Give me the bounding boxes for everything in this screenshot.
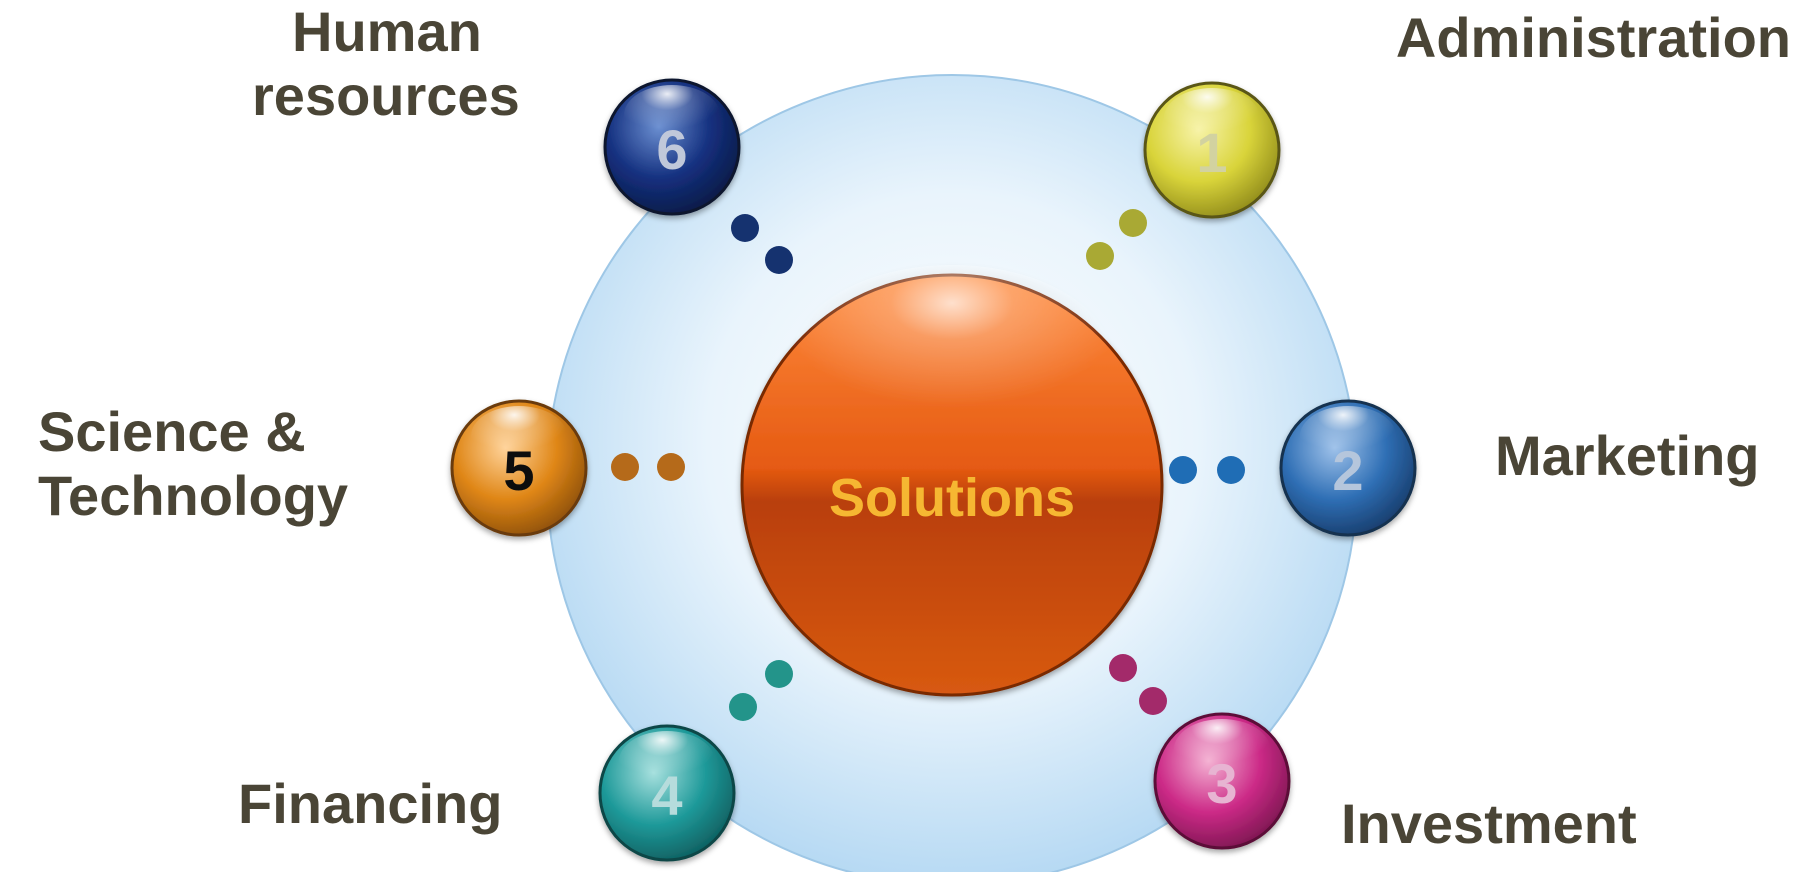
connector-dot-3a [1109, 654, 1137, 682]
connector-dot-2a [1169, 456, 1197, 484]
node-6: 6 [603, 78, 741, 216]
center-label: Solutions [829, 468, 1075, 528]
node-label-science-technology: Science & Technology [38, 400, 418, 528]
node-label-financing: Financing [238, 772, 598, 836]
node-label-human-resources-line-1: Human [292, 0, 482, 63]
center-sphere: Solutions [740, 265, 1164, 697]
connector-dot-4b [765, 660, 793, 688]
node-4: 4 [598, 724, 736, 862]
node-3-specular [1174, 719, 1270, 779]
node-label-investment-line-1: Investment [1341, 792, 1637, 855]
connector-dot-6b [765, 246, 793, 274]
connector-dot-1b [1119, 209, 1147, 237]
node-2-specular [1300, 406, 1396, 466]
node-label-science-technology-line-2: Technology [38, 464, 349, 527]
node-1-number: 1 [1196, 121, 1227, 184]
node-5: 5 [450, 399, 588, 537]
node-4-number: 4 [651, 764, 682, 827]
connector-dot-6a [731, 214, 759, 242]
connector-dot-5b [657, 453, 685, 481]
node-1: 1 [1143, 81, 1281, 219]
node-6-specular [624, 85, 720, 145]
center-sphere-gloss [792, 265, 1112, 455]
node-5-number: 5 [503, 439, 534, 502]
connector-dots [611, 209, 1245, 721]
connector-dot-1a [1086, 242, 1114, 270]
connector-dot-5a [611, 453, 639, 481]
node-label-marketing-line-1: Marketing [1495, 424, 1760, 487]
connector-dot-3b [1139, 687, 1167, 715]
node-label-human-resources: Human resources [252, 0, 612, 128]
node-label-administration: Administration [1291, 6, 1791, 70]
node-3: 3 [1153, 712, 1291, 850]
node-label-investment: Investment [1341, 792, 1761, 856]
node-label-administration-line-1: Administration [1395, 6, 1791, 69]
node-4-specular [619, 731, 715, 791]
node-5-specular [471, 406, 567, 466]
connector-dot-2b [1217, 456, 1245, 484]
node-2-number: 2 [1332, 439, 1363, 502]
node-label-marketing: Marketing [1495, 424, 1795, 488]
node-3-number: 3 [1206, 752, 1237, 815]
node-label-human-resources-line-2: resources [252, 64, 520, 127]
node-label-financing-line-1: Financing [238, 772, 503, 835]
node-2: 2 [1279, 399, 1417, 537]
node-6-number: 6 [656, 118, 687, 181]
node-1-specular [1164, 88, 1260, 148]
node-label-science-technology-line-1: Science & [38, 400, 306, 463]
connector-dot-4a [729, 693, 757, 721]
